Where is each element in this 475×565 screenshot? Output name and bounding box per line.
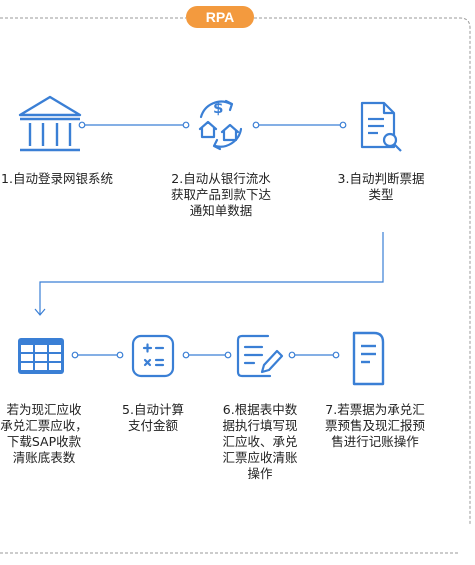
rpa-badge: RPA bbox=[186, 6, 254, 28]
table-icon bbox=[18, 338, 64, 374]
svg-text:$: $ bbox=[213, 99, 223, 117]
connector-2-3 bbox=[252, 121, 347, 129]
step-3-label: 3.自动判断票据 类型 bbox=[337, 171, 425, 202]
frame-border bbox=[0, 17, 471, 525]
edit-document-icon bbox=[236, 334, 284, 378]
refresh-money-icon: $ bbox=[198, 99, 243, 151]
step-5-label: 5.自动计算 支付金额 bbox=[122, 402, 184, 433]
step-4-label: 若为现汇应收 承兑汇票应收， 下载SAP收款 清账底表数 bbox=[0, 402, 88, 465]
step-2-label: 2.自动从银行流水 获取产品到款下达 通知单数据 bbox=[170, 171, 271, 218]
step-1-label: 1.自动登录网银系统 bbox=[1, 171, 113, 186]
connector-5-6 bbox=[182, 351, 232, 359]
document-search-icon bbox=[360, 101, 402, 152]
connector-3-4 bbox=[34, 232, 384, 316]
connector-6-7 bbox=[288, 351, 340, 359]
connector-1-2 bbox=[78, 121, 190, 129]
connector-4-5 bbox=[71, 351, 124, 359]
document-icon bbox=[352, 331, 385, 386]
calculator-icon bbox=[131, 334, 175, 378]
step-6-label: 6.根据表中数 据执行填写现 汇应收、承兑 汇票应收清账 操作 bbox=[222, 402, 298, 481]
step-7-label: 7.若票据为承兑汇 票预售及现汇报预 售进行记账操作 bbox=[324, 402, 425, 449]
bank-icon bbox=[18, 95, 82, 152]
